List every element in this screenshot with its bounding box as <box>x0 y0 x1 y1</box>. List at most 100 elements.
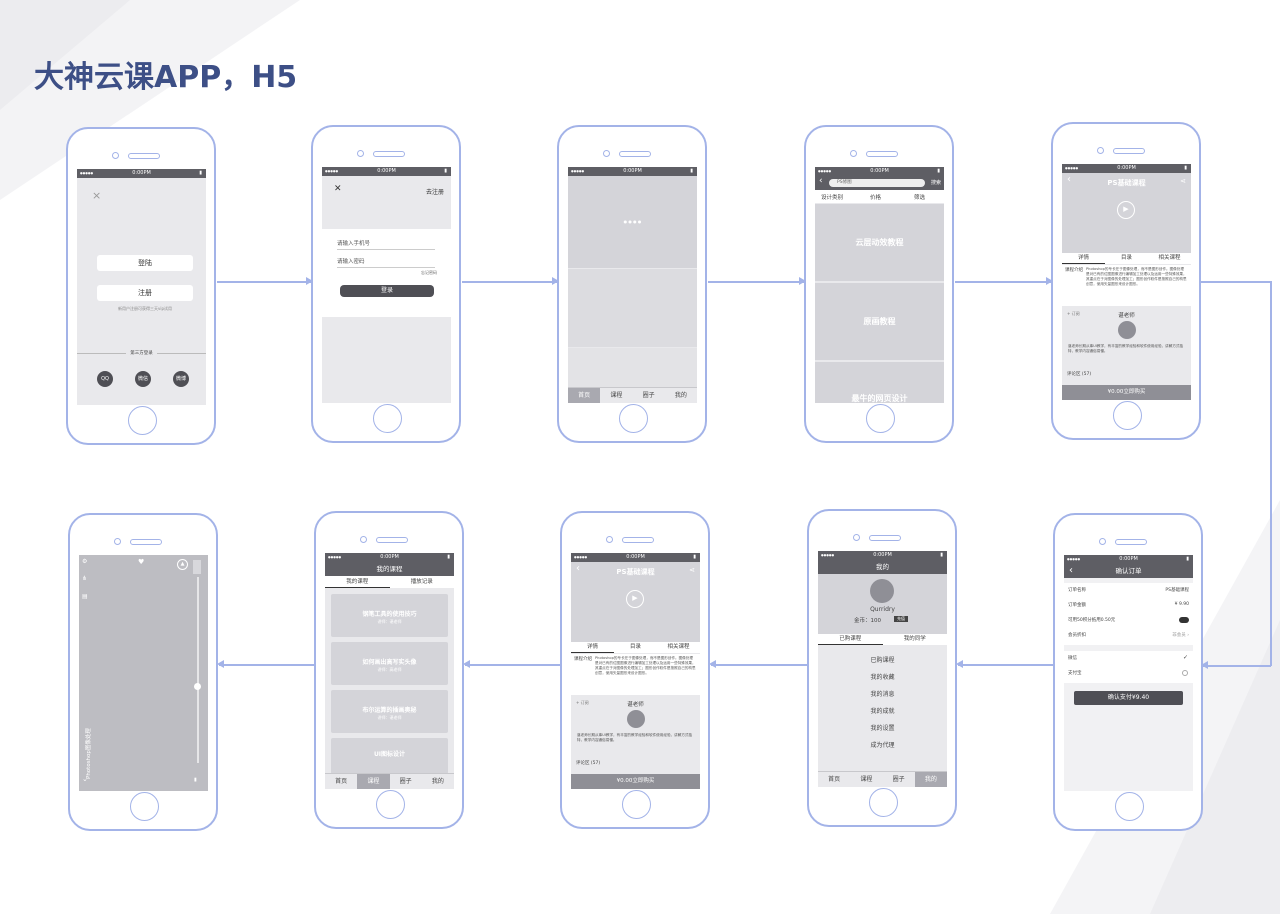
course-item-name: 如何画出高写实头像 <box>362 659 417 666</box>
close-icon[interactable]: ✕ <box>334 184 342 194</box>
course-card[interactable] <box>815 204 944 281</box>
tab-classmates[interactable]: 我的同学 <box>903 636 926 642</box>
filter-category[interactable]: 设计类别 <box>821 195 844 201</box>
screen-profile: 0:00PM 我的 Qurridry 金币：100 充值 已购课程 我的同学 已… <box>818 551 947 787</box>
tab-home[interactable]: 首页 <box>335 778 348 785</box>
progress-track[interactable] <box>197 577 199 763</box>
comments-label[interactable]: 评论区 (57) <box>576 761 601 766</box>
back-icon[interactable]: ‹ <box>819 176 823 186</box>
share-icon[interactable]: ⋔ <box>82 575 88 582</box>
page-header: 我的课程 <box>325 562 454 576</box>
back-icon[interactable]: ‹ <box>576 563 580 574</box>
tab-purchased[interactable]: 已购课程 <box>818 634 883 645</box>
weibo-login-button[interactable]: 微博 <box>173 371 189 387</box>
tab-circle[interactable]: 圈子 <box>399 778 412 785</box>
tab-related[interactable]: 相关课程 <box>1158 255 1181 261</box>
login-button[interactable]: 登陆 <box>97 255 193 271</box>
menu-settings[interactable]: 我的设置 <box>870 725 895 732</box>
course-card[interactable] <box>815 362 944 403</box>
tab-circle[interactable]: 圈子 <box>892 776 905 783</box>
fullscreen-icon[interactable] <box>193 560 201 574</box>
register-button[interactable]: 注册 <box>97 285 193 301</box>
password-input[interactable]: 请输入密码 <box>337 257 435 268</box>
speaker-icon <box>376 537 408 543</box>
camera-icon <box>112 152 119 159</box>
like-icon[interactable]: ♥ <box>138 558 145 566</box>
camera-icon <box>853 534 860 541</box>
tab-related[interactable]: 相关课程 <box>667 644 690 650</box>
search-button[interactable]: 搜索 <box>930 180 941 186</box>
camera-icon <box>606 536 613 543</box>
wechat-login-button[interactable]: 微信 <box>135 371 151 387</box>
buy-button[interactable]: ¥0.00立即购买 <box>571 774 700 789</box>
tab-mine[interactable]: 我的 <box>914 772 947 787</box>
member-discount-value[interactable]: 非会员 › <box>1172 633 1189 638</box>
course-item[interactable] <box>331 738 448 774</box>
confirm-pay-button[interactable]: 确认支付¥9.40 <box>1074 691 1183 705</box>
pay-alipay-radio[interactable] <box>1182 670 1188 676</box>
menu-messages[interactable]: 我的消息 <box>870 691 895 698</box>
download-icon[interactable]: ▤ <box>82 593 88 600</box>
share-icon[interactable]: ⋖ <box>1180 177 1186 185</box>
tab-detail[interactable]: 详情 <box>1062 253 1105 264</box>
coins-label: 金币：100 <box>854 618 881 624</box>
progress-handle[interactable] <box>194 683 201 690</box>
status-bar: 0:00PM <box>77 169 206 178</box>
login-submit-button[interactable]: 登录 <box>340 285 434 297</box>
menu-become-agent[interactable]: 成为代理 <box>870 742 895 749</box>
flow-arrow <box>955 277 1053 285</box>
course-card-title: 最牛的网页设计 <box>851 394 908 403</box>
back-icon[interactable]: ‹ <box>1069 565 1073 576</box>
tab-play-history[interactable]: 播放记录 <box>410 579 433 585</box>
menu-favorites[interactable]: 我的收藏 <box>870 674 895 681</box>
search-input[interactable]: PS修图 <box>829 179 925 187</box>
menu-purchased[interactable]: 已购课程 <box>870 657 895 664</box>
lock-icon[interactable]: ▲ <box>177 559 188 570</box>
follow-button[interactable]: + 订阅 <box>1067 311 1080 316</box>
course-item[interactable] <box>331 594 448 637</box>
pay-wechat-check-icon[interactable]: ✓ <box>1182 654 1188 661</box>
course-item[interactable] <box>331 642 448 685</box>
tab-my-courses[interactable]: 我的课程 <box>325 576 390 588</box>
qq-login-button[interactable]: QQ <box>97 371 113 387</box>
order-name-value: PS基础课程 <box>1165 588 1189 593</box>
tab-home[interactable]: 首页 <box>828 776 841 783</box>
page-header: 我的 <box>818 560 947 574</box>
tab-catalog[interactable]: 目录 <box>1120 255 1132 261</box>
tab-mine[interactable]: 我的 <box>674 392 687 399</box>
points-toggle[interactable] <box>1179 617 1189 623</box>
content-placeholder <box>568 269 697 347</box>
status-bar: 0:00PM <box>322 167 451 176</box>
recharge-button[interactable]: 充值 <box>894 616 908 622</box>
close-icon[interactable]: × <box>92 189 102 202</box>
settings-icon[interactable]: ⚙ <box>82 558 88 565</box>
play-icon[interactable]: ▶ <box>1117 201 1135 219</box>
phone-input[interactable]: 请输入手机号 <box>337 239 435 250</box>
follow-button[interactable]: + 订阅 <box>576 700 589 705</box>
chevron-down-icon[interactable]: ⌄ <box>82 775 88 783</box>
course-card[interactable] <box>815 283 944 360</box>
play-icon[interactable]: ▶ <box>626 590 644 608</box>
share-icon[interactable]: ⋖ <box>689 566 695 574</box>
volume-icon[interactable]: ▮ <box>194 777 197 783</box>
filter-price[interactable]: 价格 <box>870 195 882 201</box>
tab-home[interactable]: 首页 <box>568 388 601 403</box>
header-title: 确认订单 <box>1115 567 1142 575</box>
course-item[interactable] <box>331 690 448 733</box>
menu-achievements[interactable]: 我的成就 <box>870 708 895 715</box>
avatar[interactable] <box>870 579 894 603</box>
tab-courses[interactable]: 课程 <box>357 774 390 789</box>
tab-courses[interactable]: 课程 <box>860 776 873 783</box>
back-icon[interactable]: ‹ <box>1067 174 1071 185</box>
buy-button[interactable]: ¥0.00立即购买 <box>1062 385 1191 400</box>
tab-circle[interactable]: 圈子 <box>642 392 655 399</box>
camera-icon <box>1097 147 1104 154</box>
tab-mine[interactable]: 我的 <box>431 778 444 785</box>
forgot-password-link[interactable]: 忘记密码 <box>421 270 437 275</box>
tab-catalog[interactable]: 目录 <box>629 644 641 650</box>
comments-label[interactable]: 评论区 (57) <box>1067 372 1092 377</box>
filter-more[interactable]: 筛选 <box>914 195 926 201</box>
tab-courses[interactable]: 课程 <box>610 392 623 399</box>
tab-detail[interactable]: 详情 <box>571 642 614 653</box>
go-register-link[interactable]: 去注册 <box>425 189 444 196</box>
